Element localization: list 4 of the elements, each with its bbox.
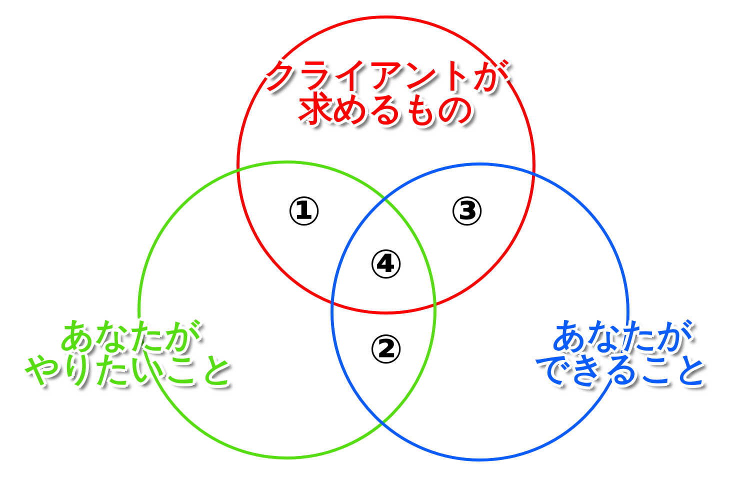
region-number: ② [369,330,403,370]
region-number: ④ [369,245,403,285]
region-number: ③ [450,192,484,232]
region-number: ① [287,192,321,232]
